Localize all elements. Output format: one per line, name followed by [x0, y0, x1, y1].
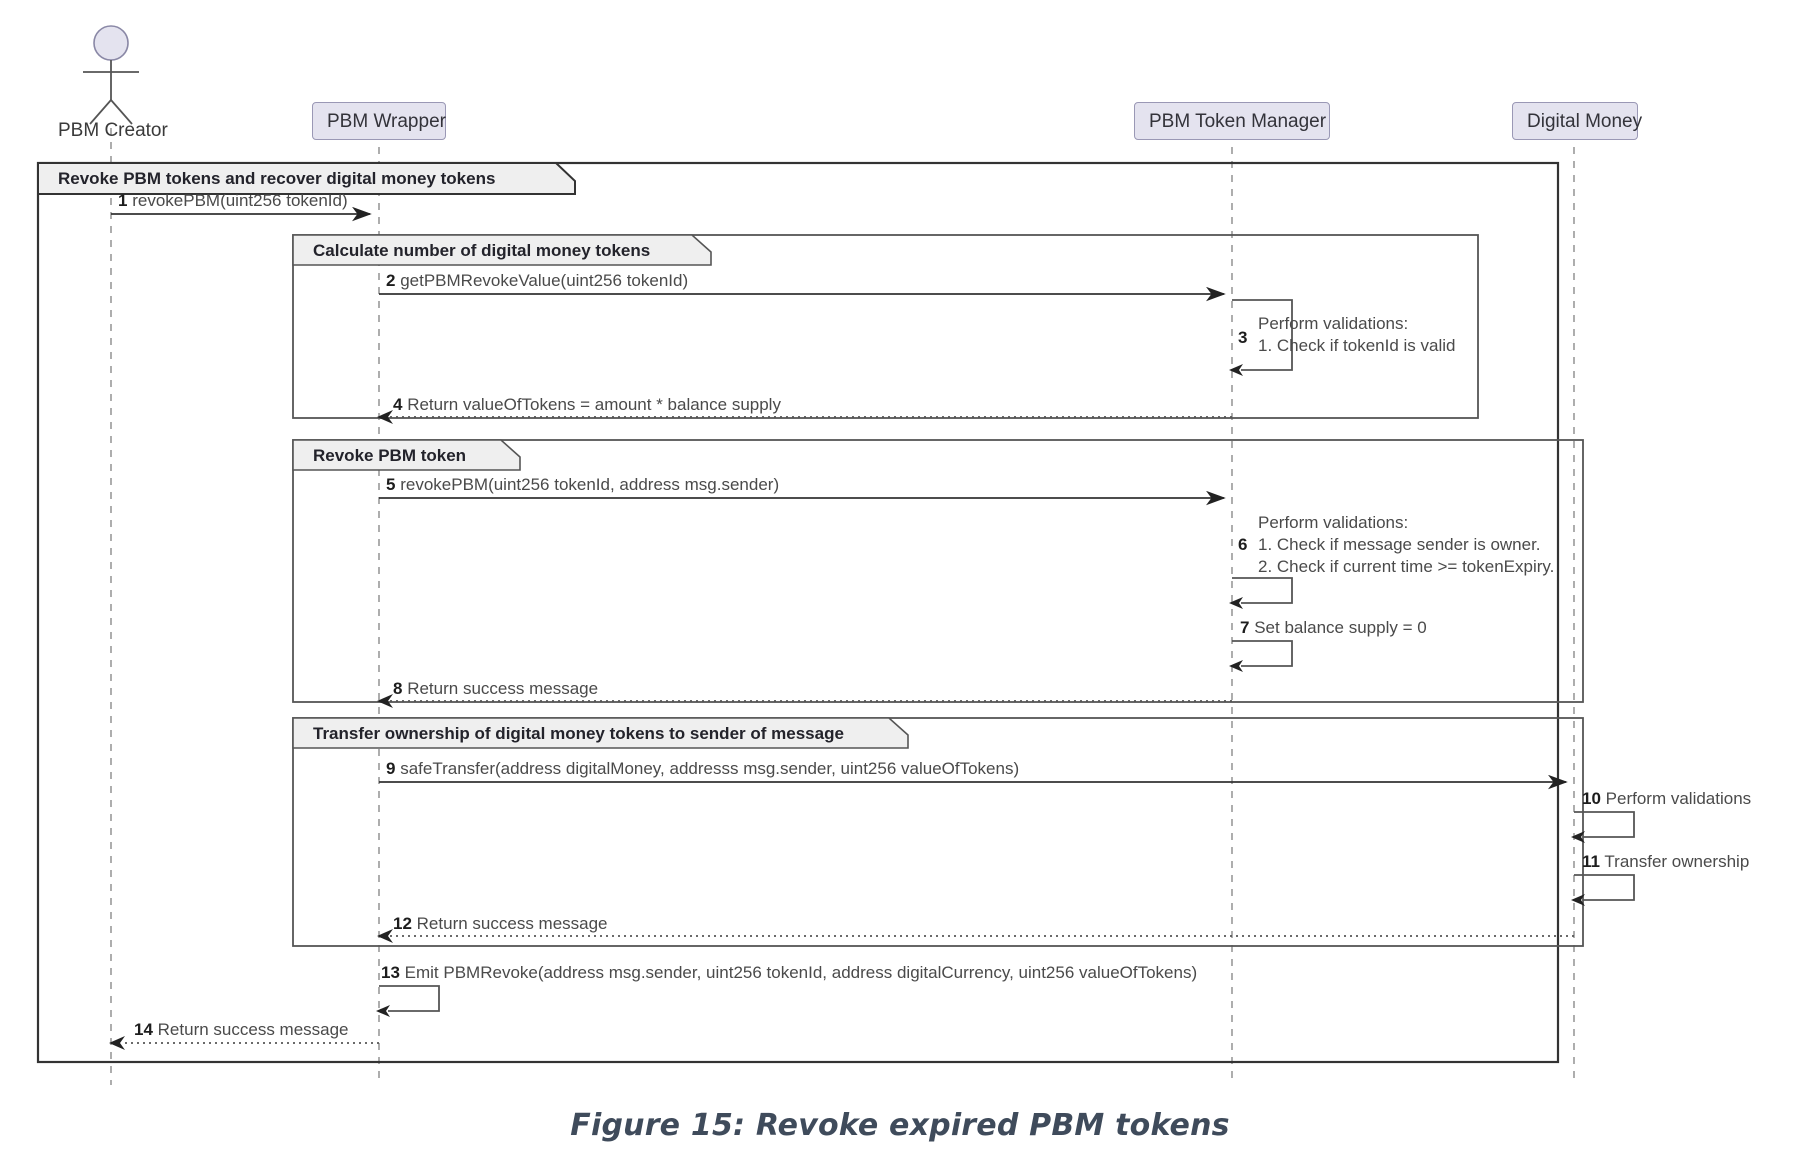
message-label-9: 9 safeTransfer(address digitalMoney, add…: [386, 758, 1019, 780]
message-number-12: 12: [393, 914, 412, 933]
message-label-11: 11 Transfer ownership: [1582, 851, 1749, 873]
message-text-10: Perform validations: [1605, 789, 1752, 808]
message-text-12: Return success message: [416, 914, 608, 933]
participant-pbm-wrapper[interactable]: PBM Wrapper: [312, 102, 446, 140]
message-arrow-4-head: [377, 410, 393, 424]
message-label-10: 10 Perform validations: [1582, 788, 1751, 810]
message-text-2: getPBMRevokeValue(uint256 tokenId): [400, 271, 689, 290]
message-label-1: 1 revokePBM(uint256 tokenId): [118, 190, 348, 212]
lifelines: [110, 128, 1575, 1085]
message-text-8: Return success message: [407, 679, 599, 698]
message-text-11: Transfer ownership: [1604, 852, 1750, 871]
message-label-4: 4 Return valueOfTokens = amount * balanc…: [393, 394, 781, 416]
fragment-frame-calculate: [292, 234, 1479, 419]
fragment-frame-revoke: [292, 439, 1584, 703]
message-self-11: [1574, 874, 1635, 901]
message-text-5: revokePBM(uint256 tokenId, address msg.s…: [400, 475, 780, 494]
message-self-10: [1574, 811, 1635, 838]
fragment-tab-calculate: [292, 234, 712, 266]
message-label-5: 5 revokePBM(uint256 tokenId, address msg…: [386, 474, 779, 496]
message-number-1: 1: [118, 191, 128, 210]
message-number-9: 9: [386, 759, 396, 778]
message-text-7: Set balance supply = 0: [1254, 618, 1427, 637]
message-text-1: revokePBM(uint256 tokenId): [132, 191, 348, 210]
message-self-13-arrowhead: [376, 1005, 390, 1017]
message-text-13: Emit PBMRevoke(address msg.sender, uint2…: [404, 963, 1198, 982]
message-label-7: 7 Set balance supply = 0: [1240, 617, 1427, 639]
message-number-6: 6: [1238, 535, 1248, 554]
fragment-label-calculate: Calculate number of digital money tokens: [313, 241, 651, 260]
participant-pbm-token-manager[interactable]: PBM Token Manager: [1134, 102, 1330, 140]
message-label-8: 8 Return success message: [393, 678, 598, 700]
fragment-tab-revoke: [292, 439, 521, 471]
message-label-3: Perform validations: 1. Check if tokenId…: [1258, 313, 1455, 357]
message-text-9: safeTransfer(address digitalMoney, addre…: [400, 759, 1020, 778]
message-label-2: 2 getPBMRevokeValue(uint256 tokenId): [386, 270, 688, 292]
actor-pbm-creator-figure: [83, 25, 139, 125]
message-text-3: Perform validations:: [1258, 314, 1409, 333]
message-arrow-8-head: [377, 694, 393, 708]
message-text-6b: 1. Check if message sender is owner.: [1258, 535, 1541, 554]
message-self-6: [1232, 577, 1293, 604]
message-label-13: 13 Emit PBMRevoke(address msg.sender, ui…: [381, 962, 1197, 984]
message-self-10-arrowhead: [1571, 831, 1585, 843]
message-text-4: Return valueOfTokens = amount * balance …: [407, 395, 781, 414]
message-number-10: 10: [1582, 789, 1601, 808]
message-number-3: 3: [1238, 328, 1248, 347]
message-arrow-12-head: [377, 929, 393, 943]
figure-caption: Figure 15: Revoke expired PBM tokens: [570, 1108, 1230, 1143]
message-label-14: 14 Return success message: [134, 1019, 349, 1041]
fragment-label-outer: Revoke PBM tokens and recover digital mo…: [58, 169, 496, 188]
participant-digital-money[interactable]: Digital Money: [1512, 102, 1642, 140]
message-arrow-14-head: [109, 1036, 125, 1050]
fragment-label-transfer: Transfer ownership of digital money toke…: [313, 724, 844, 743]
fragment-label-revoke: Revoke PBM token: [313, 446, 467, 465]
message-label-6: Perform validations: 1. Check if message…: [1258, 512, 1554, 578]
message-number-11: 11: [1582, 852, 1600, 871]
message-label-12: 12 Return success message: [393, 913, 608, 935]
fragment-frame-transfer: [292, 717, 1584, 947]
participant-label-pbm-creator: PBM Creator: [58, 120, 168, 141]
message-number-7: 7: [1240, 618, 1250, 637]
message-number-13: 13: [381, 963, 400, 982]
message-self-6-arrowhead: [1229, 597, 1243, 609]
fragment-frame-outer: [36, 161, 1560, 1064]
message-number-5: 5: [386, 475, 396, 494]
message-number-2: 2: [386, 271, 396, 290]
message-text-14: Return success message: [157, 1020, 349, 1039]
message-self-3-arrowhead: [1229, 364, 1243, 376]
message-text-3b: 1. Check if tokenId is valid: [1258, 336, 1456, 355]
message-text-6: Perform validations:: [1258, 513, 1409, 532]
fragment-tab-transfer: [292, 717, 909, 749]
message-self-7-arrowhead: [1229, 660, 1243, 672]
message-number-4: 4: [393, 395, 403, 414]
fragment-tab-outer: [37, 162, 576, 195]
message-text-6c: 2. Check if current time >= tokenExpiry.: [1258, 557, 1555, 576]
message-self-7: [1232, 640, 1293, 667]
message-self-11-arrowhead: [1571, 894, 1585, 906]
message-number-14: 14: [134, 1020, 153, 1039]
message-self-13: [379, 985, 440, 1012]
message-number-8: 8: [393, 679, 403, 698]
message-self-3: [1232, 299, 1293, 371]
